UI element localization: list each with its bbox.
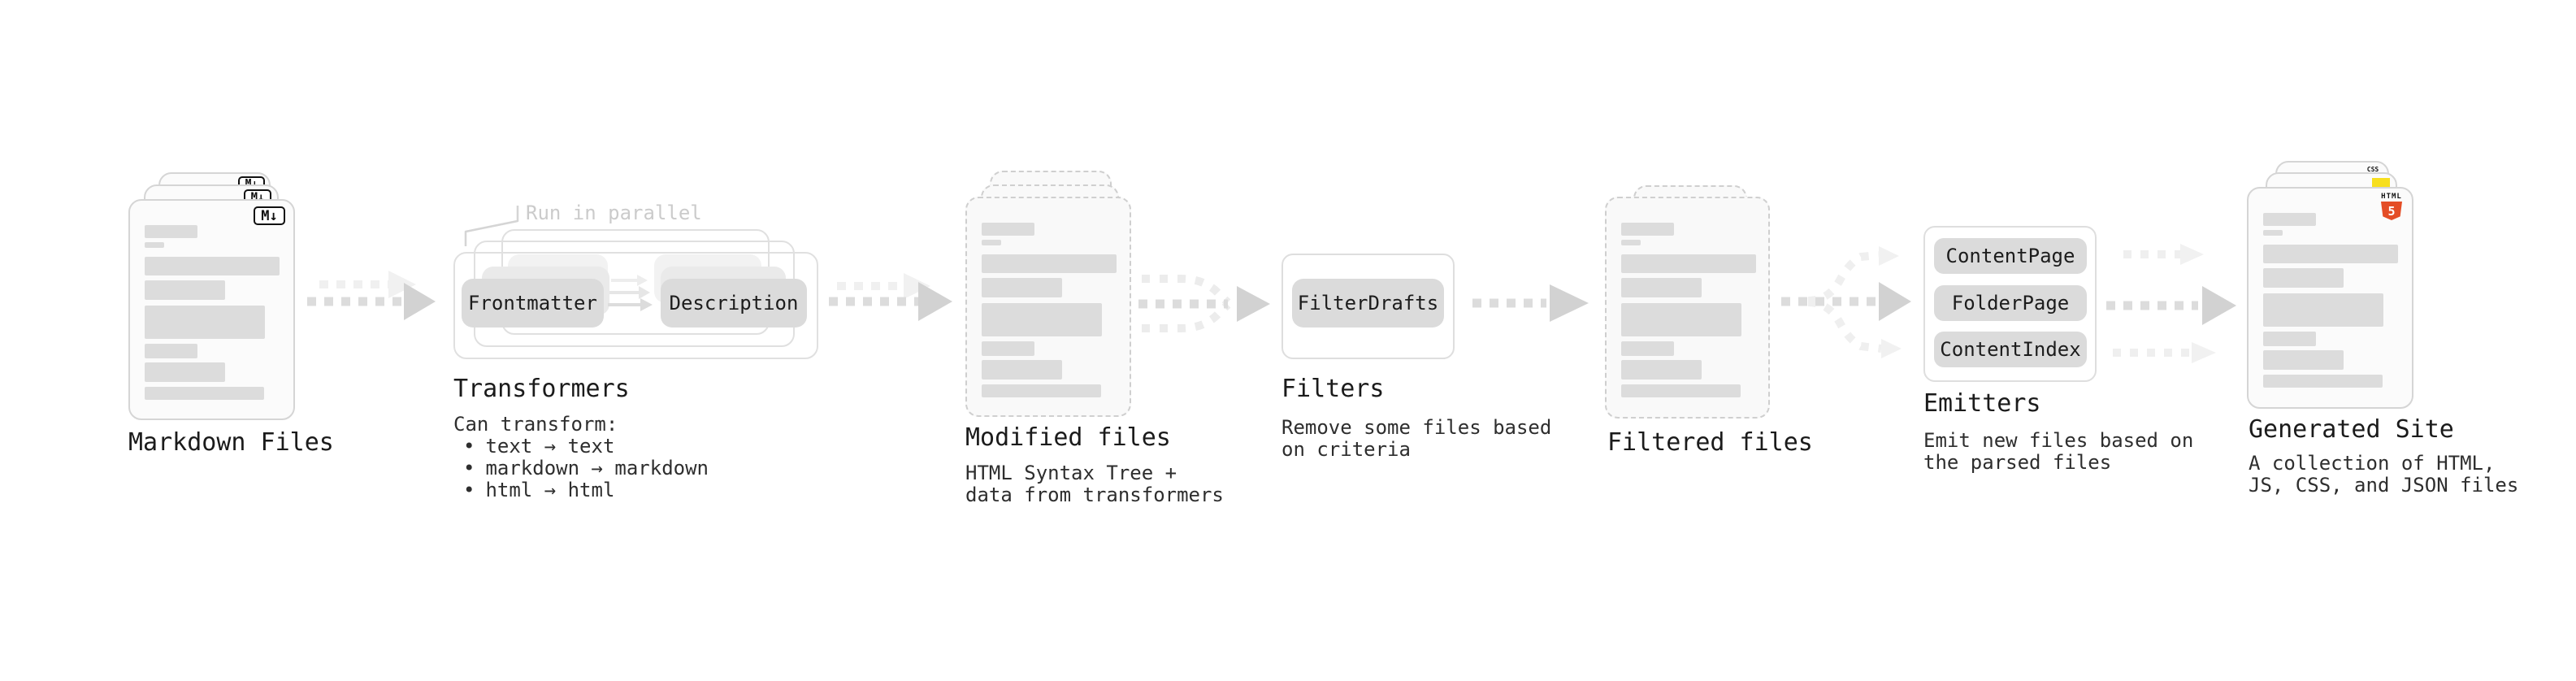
placeholder-bar: [982, 384, 1101, 397]
transformer-box: [453, 252, 818, 359]
frontmatter-pill: Frontmatter: [462, 279, 604, 327]
placeholder-bar: [145, 257, 280, 275]
file-card: M↓: [128, 199, 295, 420]
placeholder-bar: [982, 341, 1034, 356]
run-in-parallel-note: Run in parallel: [526, 202, 702, 224]
description-pill: Description: [661, 279, 807, 327]
desc-line: JS, CSS, and JSON files: [2249, 474, 2519, 497]
placeholder-bar: [145, 362, 225, 382]
arrow-right-icon: [307, 271, 436, 320]
javascript-icon: [2372, 178, 2390, 189]
markdown-files-label: Markdown Files: [128, 428, 334, 457]
parallel-arrows-icon: [608, 275, 653, 311]
file-card: [1605, 197, 1770, 419]
placeholder-bar: [982, 254, 1117, 273]
modified-files-desc: HTML Syntax Tree + data from transformer…: [965, 462, 1224, 506]
placeholder-bar: [1621, 223, 1674, 236]
contentindex-pill: ContentIndex: [1934, 332, 2087, 367]
placeholder-bar: [982, 278, 1062, 297]
merge-arrow-icon: [1138, 275, 1270, 332]
generated-site-label: Generated Site: [2249, 415, 2454, 444]
generated-site-desc: A collection of HTML, JS, CSS, and JSON …: [2249, 453, 2518, 497]
desc-line: Remove some files based: [1281, 416, 1552, 439]
placeholder-bar: [1621, 278, 1702, 297]
bullet-text: html → html: [485, 479, 615, 501]
bullet-marker: •: [463, 457, 475, 479]
arrow-right-icon: [829, 273, 952, 321]
placeholder-bar: [145, 344, 197, 358]
triple-arrow-icon: [2106, 244, 2236, 363]
emitters-title: Emitters: [1923, 389, 2041, 418]
placeholder-bar: [145, 242, 164, 248]
placeholder-bar: [1621, 360, 1702, 380]
bullet-item: • markdown → markdown: [453, 458, 709, 479]
bullet-text: markdown → markdown: [485, 457, 709, 479]
placeholder-bar: [2263, 268, 2344, 288]
bullet-item: • text → text: [453, 436, 709, 458]
transformers-desc-heading: Can transform:: [453, 413, 618, 436]
filters-title: Filters: [1281, 375, 1385, 403]
transformers-bullets: • text → text • markdown → markdown • ht…: [453, 436, 709, 501]
desc-line: Emit new files based on: [1923, 429, 2194, 452]
placeholder-bar: [982, 303, 1102, 336]
file-card: [965, 197, 1131, 417]
placeholder-bar: [145, 306, 265, 339]
placeholder-bar: [2263, 293, 2383, 327]
filters-desc: Remove some files based on criteria: [1281, 417, 1551, 461]
emitters-desc: Emit new files based on the parsed files: [1923, 430, 2193, 474]
transformers-title: Transformers: [453, 375, 630, 403]
placeholder-bar: [145, 280, 225, 300]
desc-line: data from transformers: [965, 484, 1224, 506]
bullet-text: text → text: [485, 435, 615, 458]
markdown-icon: M↓: [254, 206, 285, 225]
desc-line: on criteria: [1281, 438, 1411, 461]
contentpage-pill: ContentPage: [1934, 238, 2087, 274]
placeholder-bar: [145, 225, 197, 238]
placeholder-bar: [2263, 332, 2316, 346]
placeholder-bar: [1621, 384, 1741, 397]
placeholder-bar: [1621, 303, 1741, 336]
placeholder-bar: [1621, 240, 1641, 245]
filterdrafts-pill: FilterDrafts: [1292, 279, 1444, 327]
bullet-item: • html → html: [453, 479, 709, 501]
placeholder-bar: [2263, 245, 2398, 263]
placeholder-bar: [145, 387, 264, 400]
bullet-marker: •: [463, 479, 475, 501]
folderpage-pill: FolderPage: [1934, 285, 2087, 321]
placeholder-bar: [2263, 350, 2344, 370]
bullet-marker: •: [463, 435, 475, 458]
html5-shield: 5: [2381, 202, 2402, 220]
placeholder-bar: [2263, 213, 2316, 226]
filtered-files-label: Filtered files: [1607, 428, 1813, 457]
html5-icon: HTML 5: [2380, 193, 2403, 220]
desc-line: the parsed files: [1923, 451, 2112, 474]
html5-word: HTML: [2381, 193, 2402, 201]
modified-files-title: Modified files: [965, 423, 1171, 452]
placeholder-bar: [1621, 254, 1756, 273]
placeholder-bar: [2263, 230, 2283, 236]
placeholder-bar: [982, 240, 1001, 245]
split-arrow-icon: [1781, 246, 1911, 358]
placeholder-bar: [982, 223, 1034, 236]
file-card: HTML 5: [2247, 187, 2413, 409]
placeholder-bar: [1621, 341, 1674, 356]
leader-line: [464, 206, 519, 246]
desc-line: A collection of HTML,: [2249, 452, 2496, 475]
placeholder-bar: [982, 360, 1062, 380]
placeholder-bar: [2263, 375, 2383, 388]
arrow-right-icon: [1472, 284, 1589, 322]
html5-number: 5: [2387, 203, 2396, 219]
desc-line: HTML Syntax Tree +: [965, 462, 1177, 484]
